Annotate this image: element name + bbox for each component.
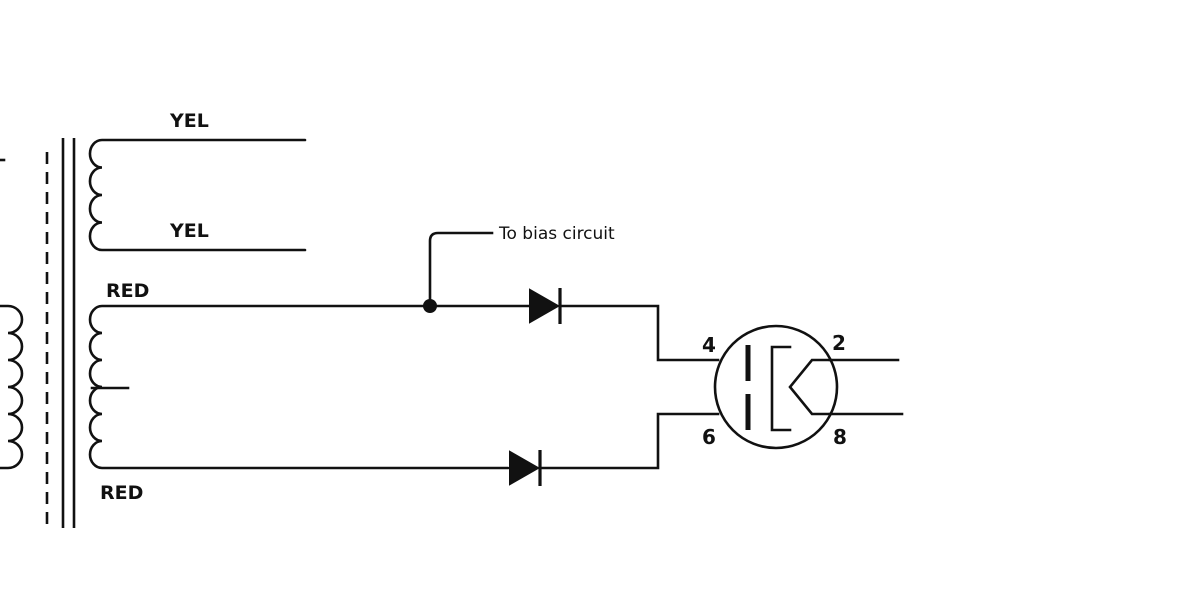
primary-winding: [0, 158, 24, 470]
red-label-upper: RED: [106, 280, 149, 302]
rectifier-tube: [713, 324, 904, 450]
cathode: [770, 345, 792, 432]
bias-tap: [423, 231, 494, 313]
yel-label-upper: YEL: [169, 110, 209, 132]
pin-4-label: 4: [702, 333, 716, 357]
diode-lower: [509, 450, 542, 486]
cathode-heater: [788, 358, 832, 416]
hv-secondary-winding: [88, 304, 510, 470]
pin-8-label: 8: [833, 425, 847, 449]
transformer-core: [45, 138, 76, 528]
heater-secondary-winding: [88, 138, 307, 252]
yel-label-lower: YEL: [169, 220, 209, 242]
diode-upper: [529, 288, 562, 324]
pin-2-label: 2: [832, 331, 846, 355]
bias-circuit-note: To bias circuit: [498, 224, 615, 244]
pin-6-label: 6: [702, 425, 716, 449]
red-label-lower: RED: [100, 482, 143, 504]
